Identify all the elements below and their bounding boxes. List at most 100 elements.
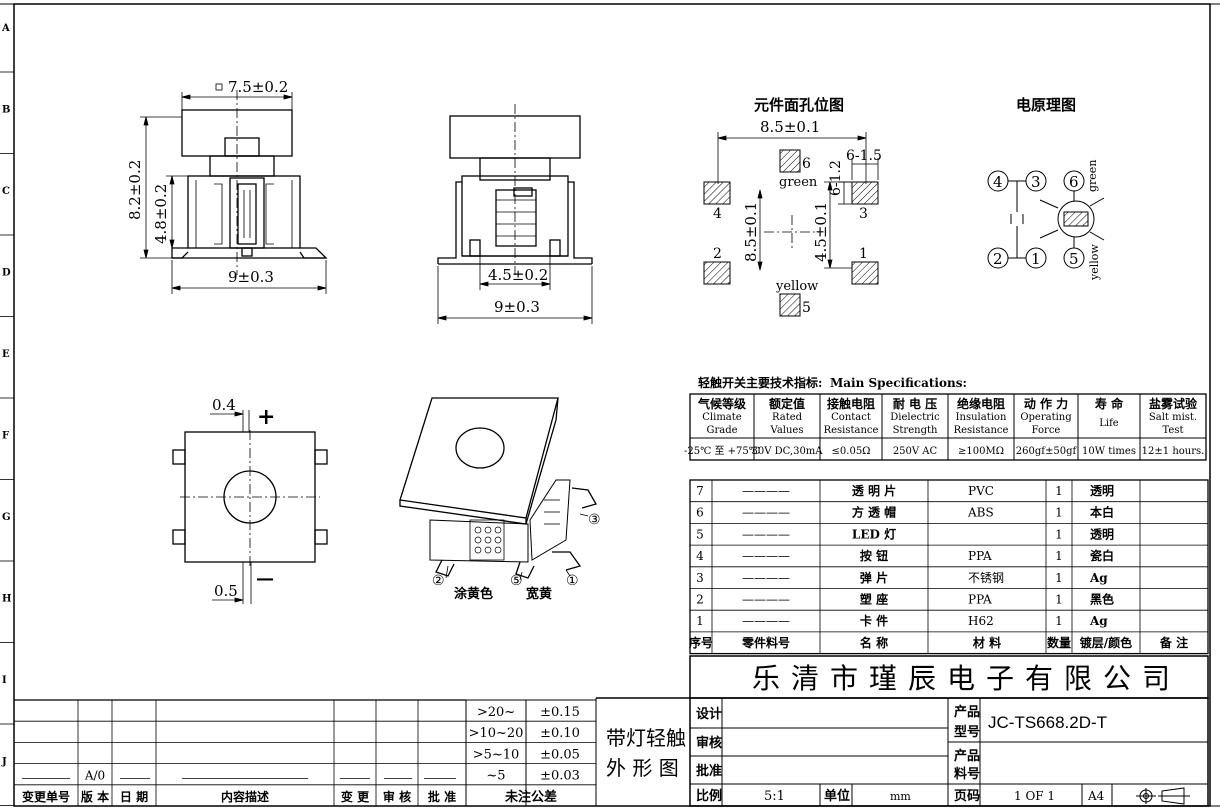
bom-header: 序号: [689, 635, 713, 650]
row-label: E: [2, 349, 10, 360]
bom-no: 6: [696, 506, 704, 520]
bom-qty: 1: [1055, 571, 1063, 585]
bom-finish: Ag: [1089, 614, 1108, 628]
revision-version: A/0: [84, 769, 105, 783]
bom-qty: 1: [1055, 506, 1063, 520]
spec-header-en1: Climate: [702, 412, 742, 423]
iso-num-2: ②: [432, 573, 445, 589]
schematic-wires: [987, 170, 1105, 269]
tb-drawing-name-2: 外 形 图: [606, 756, 679, 780]
bom-finish: 黑色: [1090, 592, 1114, 607]
row-label: C: [2, 186, 10, 197]
bom-material: 不锈钢: [968, 571, 1004, 585]
bom-part: ————: [742, 571, 790, 585]
iso-num-5: ⑤: [510, 573, 523, 589]
pcb-pin-6: 6: [802, 156, 811, 172]
schematic-title: 电原理图: [1016, 96, 1076, 114]
row-label: H: [2, 594, 11, 605]
pcb-dim-pad-h: 6-1.5: [846, 148, 882, 164]
bom-qty: 1: [1055, 527, 1063, 541]
row-label: F: [2, 431, 9, 442]
spec-value: 260gf±50gf: [1016, 446, 1078, 457]
spec-header-en2: Values: [770, 425, 804, 436]
bom-material: PPA: [968, 549, 992, 563]
bom-header: 材 料: [972, 635, 1001, 650]
tolerance-footer: 未注公差: [504, 789, 557, 805]
tolerance-value: ±0.03: [540, 769, 580, 784]
schematic-2: 2: [993, 250, 1003, 268]
tolerance-range: >20~: [477, 705, 515, 720]
specs-heading: 轻触开关主要技术指标:: [698, 375, 822, 390]
bom-name: LED 灯: [852, 526, 896, 541]
spec-header-en2: Grade: [706, 425, 737, 436]
bom-part: ————: [742, 549, 790, 563]
bom-header: 名 称: [860, 635, 888, 650]
bom-part: ————: [742, 527, 790, 541]
side-view: [171, 90, 328, 275]
tolerance-range: >10~20: [469, 726, 524, 741]
bom-qty: 1: [1055, 614, 1063, 628]
spec-header-en1: Life: [1099, 418, 1119, 429]
pcb-pad-1: [851, 261, 879, 285]
spec-header-en2: Test: [1163, 425, 1184, 436]
tolerance-value: ±0.10: [540, 726, 580, 741]
revision-header: 批 准: [428, 789, 456, 804]
spec-value: 250V AC: [893, 446, 938, 457]
tb-drawing-name-1: 带灯轻触: [606, 726, 686, 750]
top-view: [172, 430, 328, 566]
tb-unit: mm: [890, 790, 911, 803]
bom-header: 镀层/颜色: [1080, 635, 1132, 650]
tb-part-label-1: 产品: [954, 748, 980, 764]
revision-header: 日 期: [120, 789, 148, 804]
spec-header-en1: Insulation: [956, 412, 1007, 423]
spec-header-en1: Rated: [772, 412, 803, 423]
row-label: J: [1, 757, 7, 768]
bom-material: PPA: [968, 593, 992, 607]
tolerance-range: ~5: [486, 769, 505, 784]
bom-part: ————: [742, 484, 790, 498]
isometric-view: [399, 397, 597, 579]
schematic-6: 6: [1069, 173, 1079, 191]
front-width: 9±0.3: [494, 298, 540, 316]
pcb-dim-top: 8.5±0.1: [760, 118, 820, 136]
tb-scale: 5:1: [764, 789, 785, 804]
spec-header-cn: 动 作 力: [1024, 396, 1068, 411]
tb-design-label: 设计: [696, 706, 722, 722]
pcb-dim-pad-v: 6-1.2: [828, 160, 844, 196]
bom-material: PVC: [968, 484, 994, 498]
tb-page: 1 OF 1: [1014, 789, 1055, 803]
pcb-pin-1: 1: [859, 246, 868, 262]
bom-name: 弹 片: [860, 570, 888, 585]
pcb-pin-2: 2: [713, 246, 722, 262]
bom-finish: 瓷白: [1090, 548, 1114, 563]
side-height-body: 4.8±0.2: [152, 184, 170, 244]
bom-no: 7: [696, 484, 704, 498]
spec-header-en1: Salt mist.: [1149, 412, 1197, 423]
pcb-pad-6: [779, 149, 801, 173]
tolerance-value: ±0.15: [540, 705, 580, 720]
spec-value: ≥100MΩ: [958, 446, 1004, 457]
company-name: 乐清市瑾辰电子有限公司: [752, 662, 1181, 695]
isometric-leaders: [445, 513, 589, 581]
top-minus-sign: —: [256, 568, 274, 589]
spec-value: 12±1 hours.: [1142, 446, 1205, 457]
schematic-yellow: yellow: [1088, 244, 1101, 281]
tb-model-label-2: 型号: [954, 724, 980, 740]
tb-part-label-2: 料号: [954, 766, 980, 782]
pcb-pad-2: [703, 261, 731, 285]
bom-header: 数量: [1047, 635, 1071, 650]
pcb-pin-4: 4: [713, 206, 722, 222]
spec-header-cn: 接触电阻: [827, 396, 875, 411]
side-height-total: 8.2±0.2: [126, 160, 144, 220]
top-dim-bottom: 0.5: [214, 582, 238, 600]
row-ticks: [0, 71, 14, 806]
revision-header: 版 本: [81, 789, 109, 804]
schematic-green: green: [1086, 160, 1099, 192]
bom-finish: 透明: [1090, 527, 1114, 541]
spec-header-cn: 耐 电 压: [893, 396, 937, 411]
